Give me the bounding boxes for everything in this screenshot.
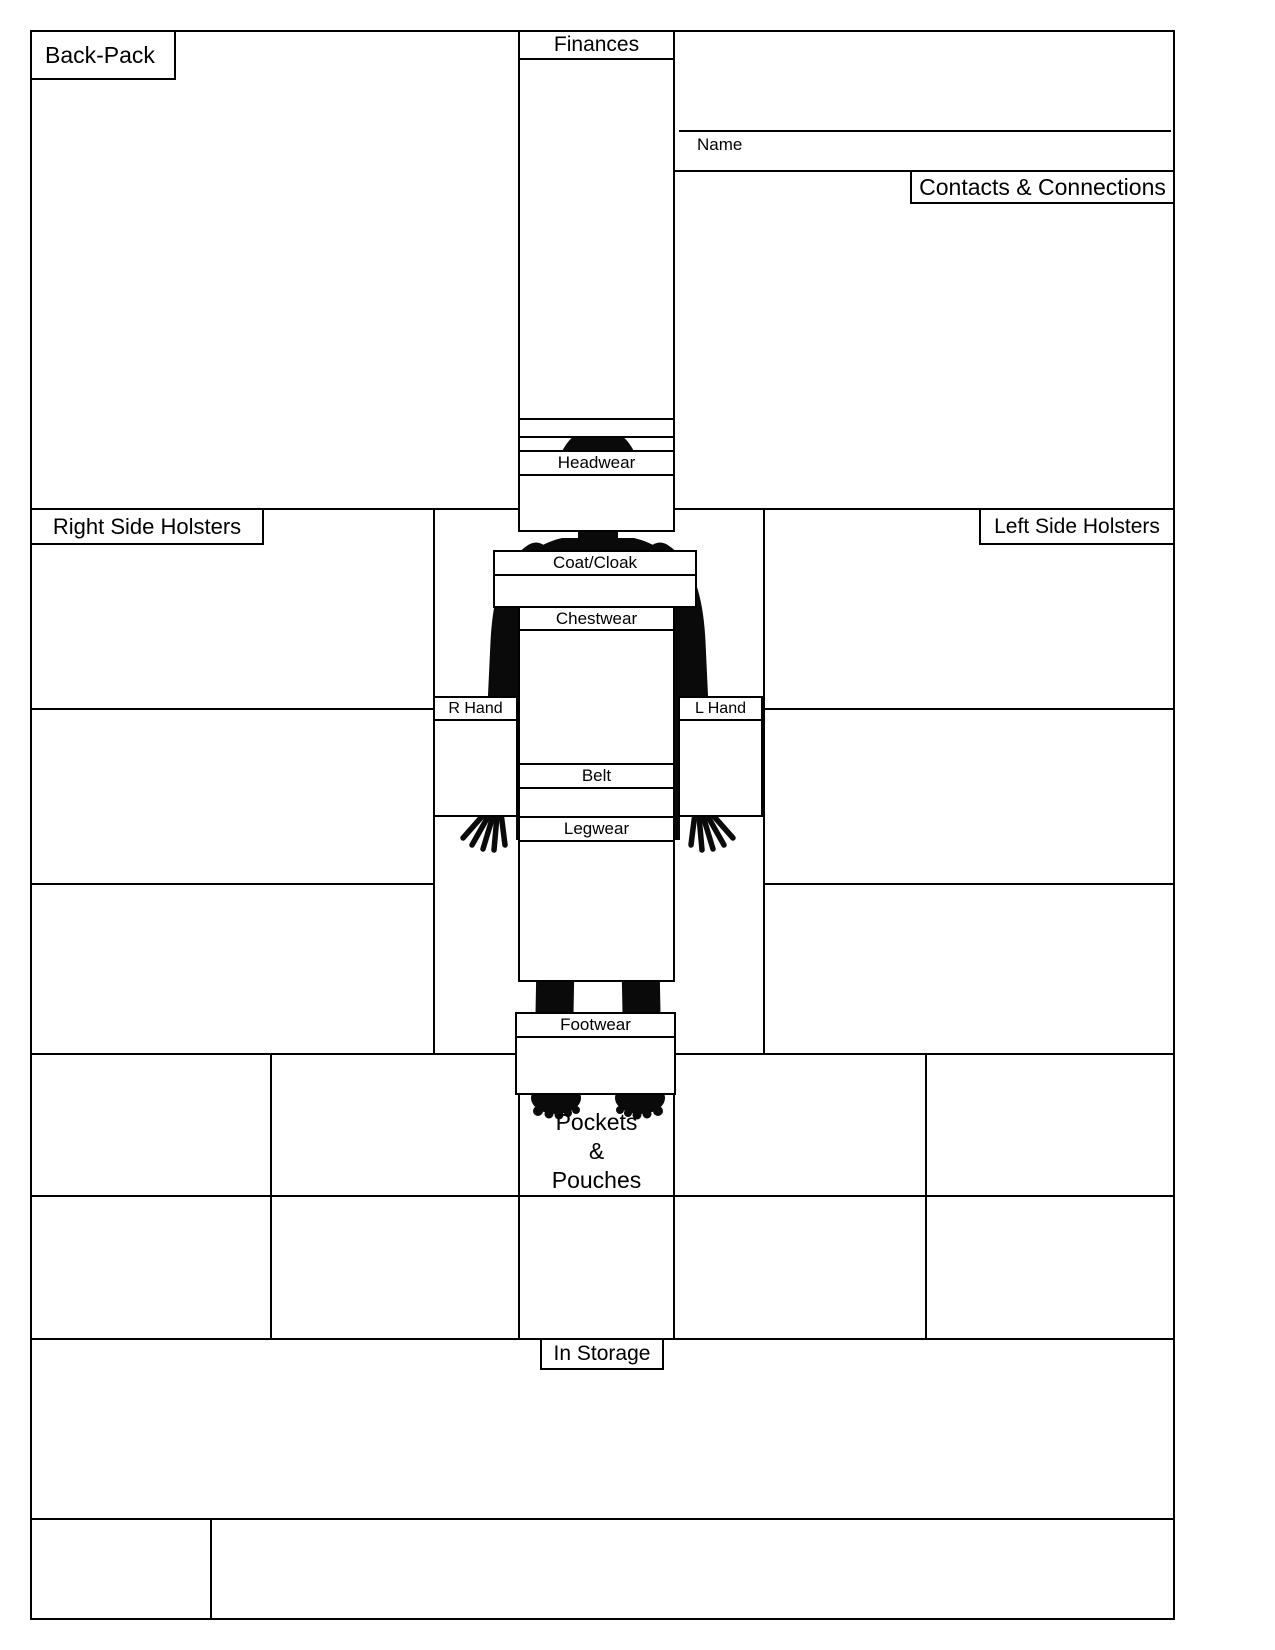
storage-label: In Storage	[540, 1338, 664, 1370]
l-hand-label: L Hand	[678, 696, 763, 721]
right-holster-slot-1[interactable]	[34, 549, 431, 704]
left-holsters-label: Left Side Holsters	[979, 508, 1175, 545]
r-hand-label: R Hand	[433, 696, 518, 721]
storage-slot-wide[interactable]	[214, 1522, 1171, 1616]
pocket-cell-7[interactable]	[522, 1199, 671, 1336]
storage-divider-v	[210, 1520, 212, 1618]
r-hand-box[interactable]	[433, 719, 518, 817]
contacts-label: Contacts & Connections	[910, 170, 1175, 204]
pocket-cell-5[interactable]	[34, 1199, 268, 1336]
finances-footer-box[interactable]	[518, 418, 675, 438]
pocket-cell-4[interactable]	[929, 1059, 1171, 1192]
right-holsters-divider-1	[30, 708, 435, 710]
coat-cloak-box[interactable]	[493, 574, 697, 608]
legwear-label: Legwear	[518, 816, 675, 842]
headwear-box[interactable]	[518, 474, 675, 532]
belt-label: Belt	[518, 763, 675, 789]
left-holster-slot-1[interactable]	[767, 549, 1171, 704]
pockets-title-line3: Pouches	[551, 1167, 642, 1193]
backpack-region	[30, 30, 520, 510]
l-hand-box[interactable]	[678, 719, 763, 817]
finances-label: Finances	[518, 30, 675, 60]
left-holsters-region	[763, 508, 1175, 1055]
pocket-cell-3[interactable]	[679, 1059, 923, 1192]
name-region	[673, 30, 1175, 172]
storage-slot-small[interactable]	[34, 1522, 206, 1616]
storage-divider-h	[32, 1518, 1173, 1520]
right-holsters-divider-2	[30, 883, 435, 885]
pockets-pouches-title: Pockets & Pouches	[518, 1108, 675, 1198]
contacts-slot[interactable]	[679, 208, 1169, 504]
footwear-label: Footwear	[515, 1012, 676, 1038]
left-holster-slot-3[interactable]	[767, 887, 1171, 1051]
right-holster-slot-3[interactable]	[34, 887, 431, 1051]
pockets-title-line1: Pockets	[555, 1109, 638, 1135]
storage-slot-main[interactable]	[34, 1374, 1171, 1514]
footwear-box[interactable]	[515, 1036, 676, 1095]
backpack-slot[interactable]	[34, 84, 516, 504]
name-line	[679, 130, 1171, 132]
pockets-title-line2: &	[588, 1138, 605, 1164]
backpack-label: Back-Pack	[30, 30, 176, 80]
name-field[interactable]	[679, 78, 1169, 128]
headwear-label: Headwear	[518, 450, 675, 476]
left-holsters-divider-1	[763, 708, 1175, 710]
left-holster-slot-2[interactable]	[767, 712, 1171, 879]
belt-box[interactable]	[518, 787, 675, 818]
legwear-box[interactable]	[518, 840, 675, 982]
chestwear-label: Chestwear	[518, 606, 675, 631]
pocket-cell-2[interactable]	[274, 1059, 516, 1192]
coat-cloak-label: Coat/Cloak	[493, 550, 697, 576]
pocket-cell-1[interactable]	[34, 1059, 268, 1192]
right-holster-slot-2[interactable]	[34, 712, 431, 879]
pocket-cell-9[interactable]	[929, 1199, 1171, 1336]
chestwear-box[interactable]	[518, 629, 675, 765]
right-holsters-label: Right Side Holsters	[30, 508, 264, 545]
finances-box[interactable]	[518, 58, 675, 420]
name-label: Name	[697, 135, 743, 154]
pocket-cell-8[interactable]	[679, 1199, 923, 1336]
pockets-divider-h1	[32, 1195, 1173, 1197]
left-holsters-divider-2	[763, 883, 1175, 885]
right-holsters-region	[30, 508, 435, 1055]
pocket-cell-6[interactable]	[274, 1199, 516, 1336]
